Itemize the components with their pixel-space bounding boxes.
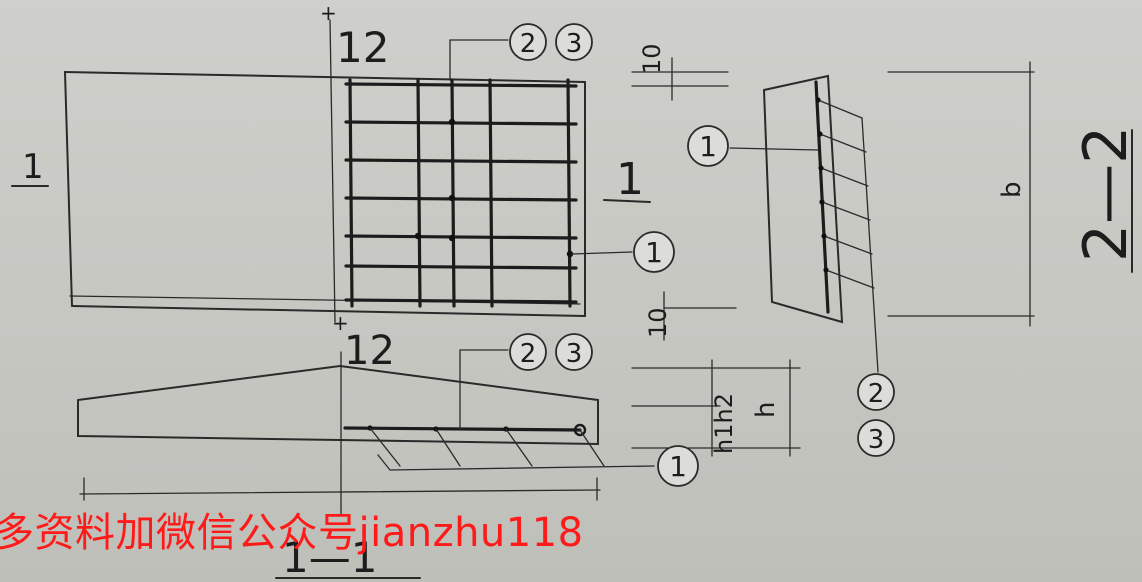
section-2-2-bar bbox=[814, 80, 830, 314]
slab-left-edge bbox=[64, 71, 73, 307]
svg-text:2: 2 bbox=[520, 339, 537, 369]
svg-text:+: + bbox=[332, 311, 349, 335]
label-dim-10-top: 10 bbox=[638, 43, 666, 74]
leader-2-3-top bbox=[449, 39, 509, 81]
leader-1-section bbox=[377, 454, 655, 471]
svg-text:1: 1 bbox=[669, 450, 687, 483]
marker-2-mid: 2 bbox=[509, 333, 547, 371]
svg-text:1: 1 bbox=[645, 236, 663, 269]
section-cut-right bbox=[603, 199, 651, 203]
label-12-top: 12 bbox=[336, 23, 389, 72]
label-dim-b: b bbox=[997, 181, 1027, 198]
marker-1-plan: 1 bbox=[633, 231, 675, 273]
label-dim-h1h2: h1h2 bbox=[710, 393, 738, 454]
marker-1-section-2-2: 1 bbox=[687, 125, 729, 167]
section-1-1-view bbox=[77, 349, 655, 501]
label-section-2-2: 2—2 bbox=[1071, 126, 1141, 262]
section-1-1-outline bbox=[77, 364, 599, 446]
marker-3-top: 3 bbox=[555, 23, 593, 61]
svg-text:+: + bbox=[320, 1, 337, 25]
label-dim-10-bottom: 10 bbox=[644, 307, 672, 338]
leader-1-section-2-2 bbox=[729, 147, 819, 151]
axis-line-top bbox=[329, 19, 336, 323]
slab-top-edge bbox=[64, 71, 586, 83]
label-12-mid: 12 bbox=[344, 328, 395, 374]
leader-1-plan bbox=[571, 251, 633, 255]
plan-view bbox=[11, 19, 651, 516]
svg-text:3: 3 bbox=[868, 425, 885, 455]
svg-text:2: 2 bbox=[868, 379, 885, 409]
dimensions bbox=[631, 57, 1035, 457]
label-section-1-right: 1 bbox=[616, 154, 644, 205]
marker-3-mid: 3 bbox=[555, 333, 593, 371]
marker-2-top: 2 bbox=[509, 23, 547, 61]
slab-bottom-edge bbox=[71, 305, 586, 317]
svg-text:1: 1 bbox=[699, 130, 717, 163]
section-1-1-bar bbox=[343, 426, 582, 432]
marker-3-right: 3 bbox=[857, 419, 895, 457]
section-2-2-outline bbox=[763, 74, 844, 324]
label-section-1-left: 1 bbox=[22, 147, 44, 187]
label-section-1-1: 1—1 bbox=[282, 533, 377, 582]
svg-text:2: 2 bbox=[520, 29, 537, 59]
bottom-dim-line bbox=[79, 489, 601, 495]
svg-text:3: 3 bbox=[566, 339, 583, 369]
section-2-2-view bbox=[729, 74, 879, 373]
watermark-text: 多资料加微信公众号jianzhu118 bbox=[0, 510, 584, 556]
marker-1-section-1-1: 1 bbox=[657, 445, 699, 487]
rebar-grid bbox=[344, 78, 578, 308]
marker-2-right: 2 bbox=[857, 373, 895, 411]
label-dim-h: h bbox=[751, 402, 781, 418]
svg-text:3: 3 bbox=[566, 29, 583, 59]
leader-2-3-mid bbox=[459, 349, 509, 431]
